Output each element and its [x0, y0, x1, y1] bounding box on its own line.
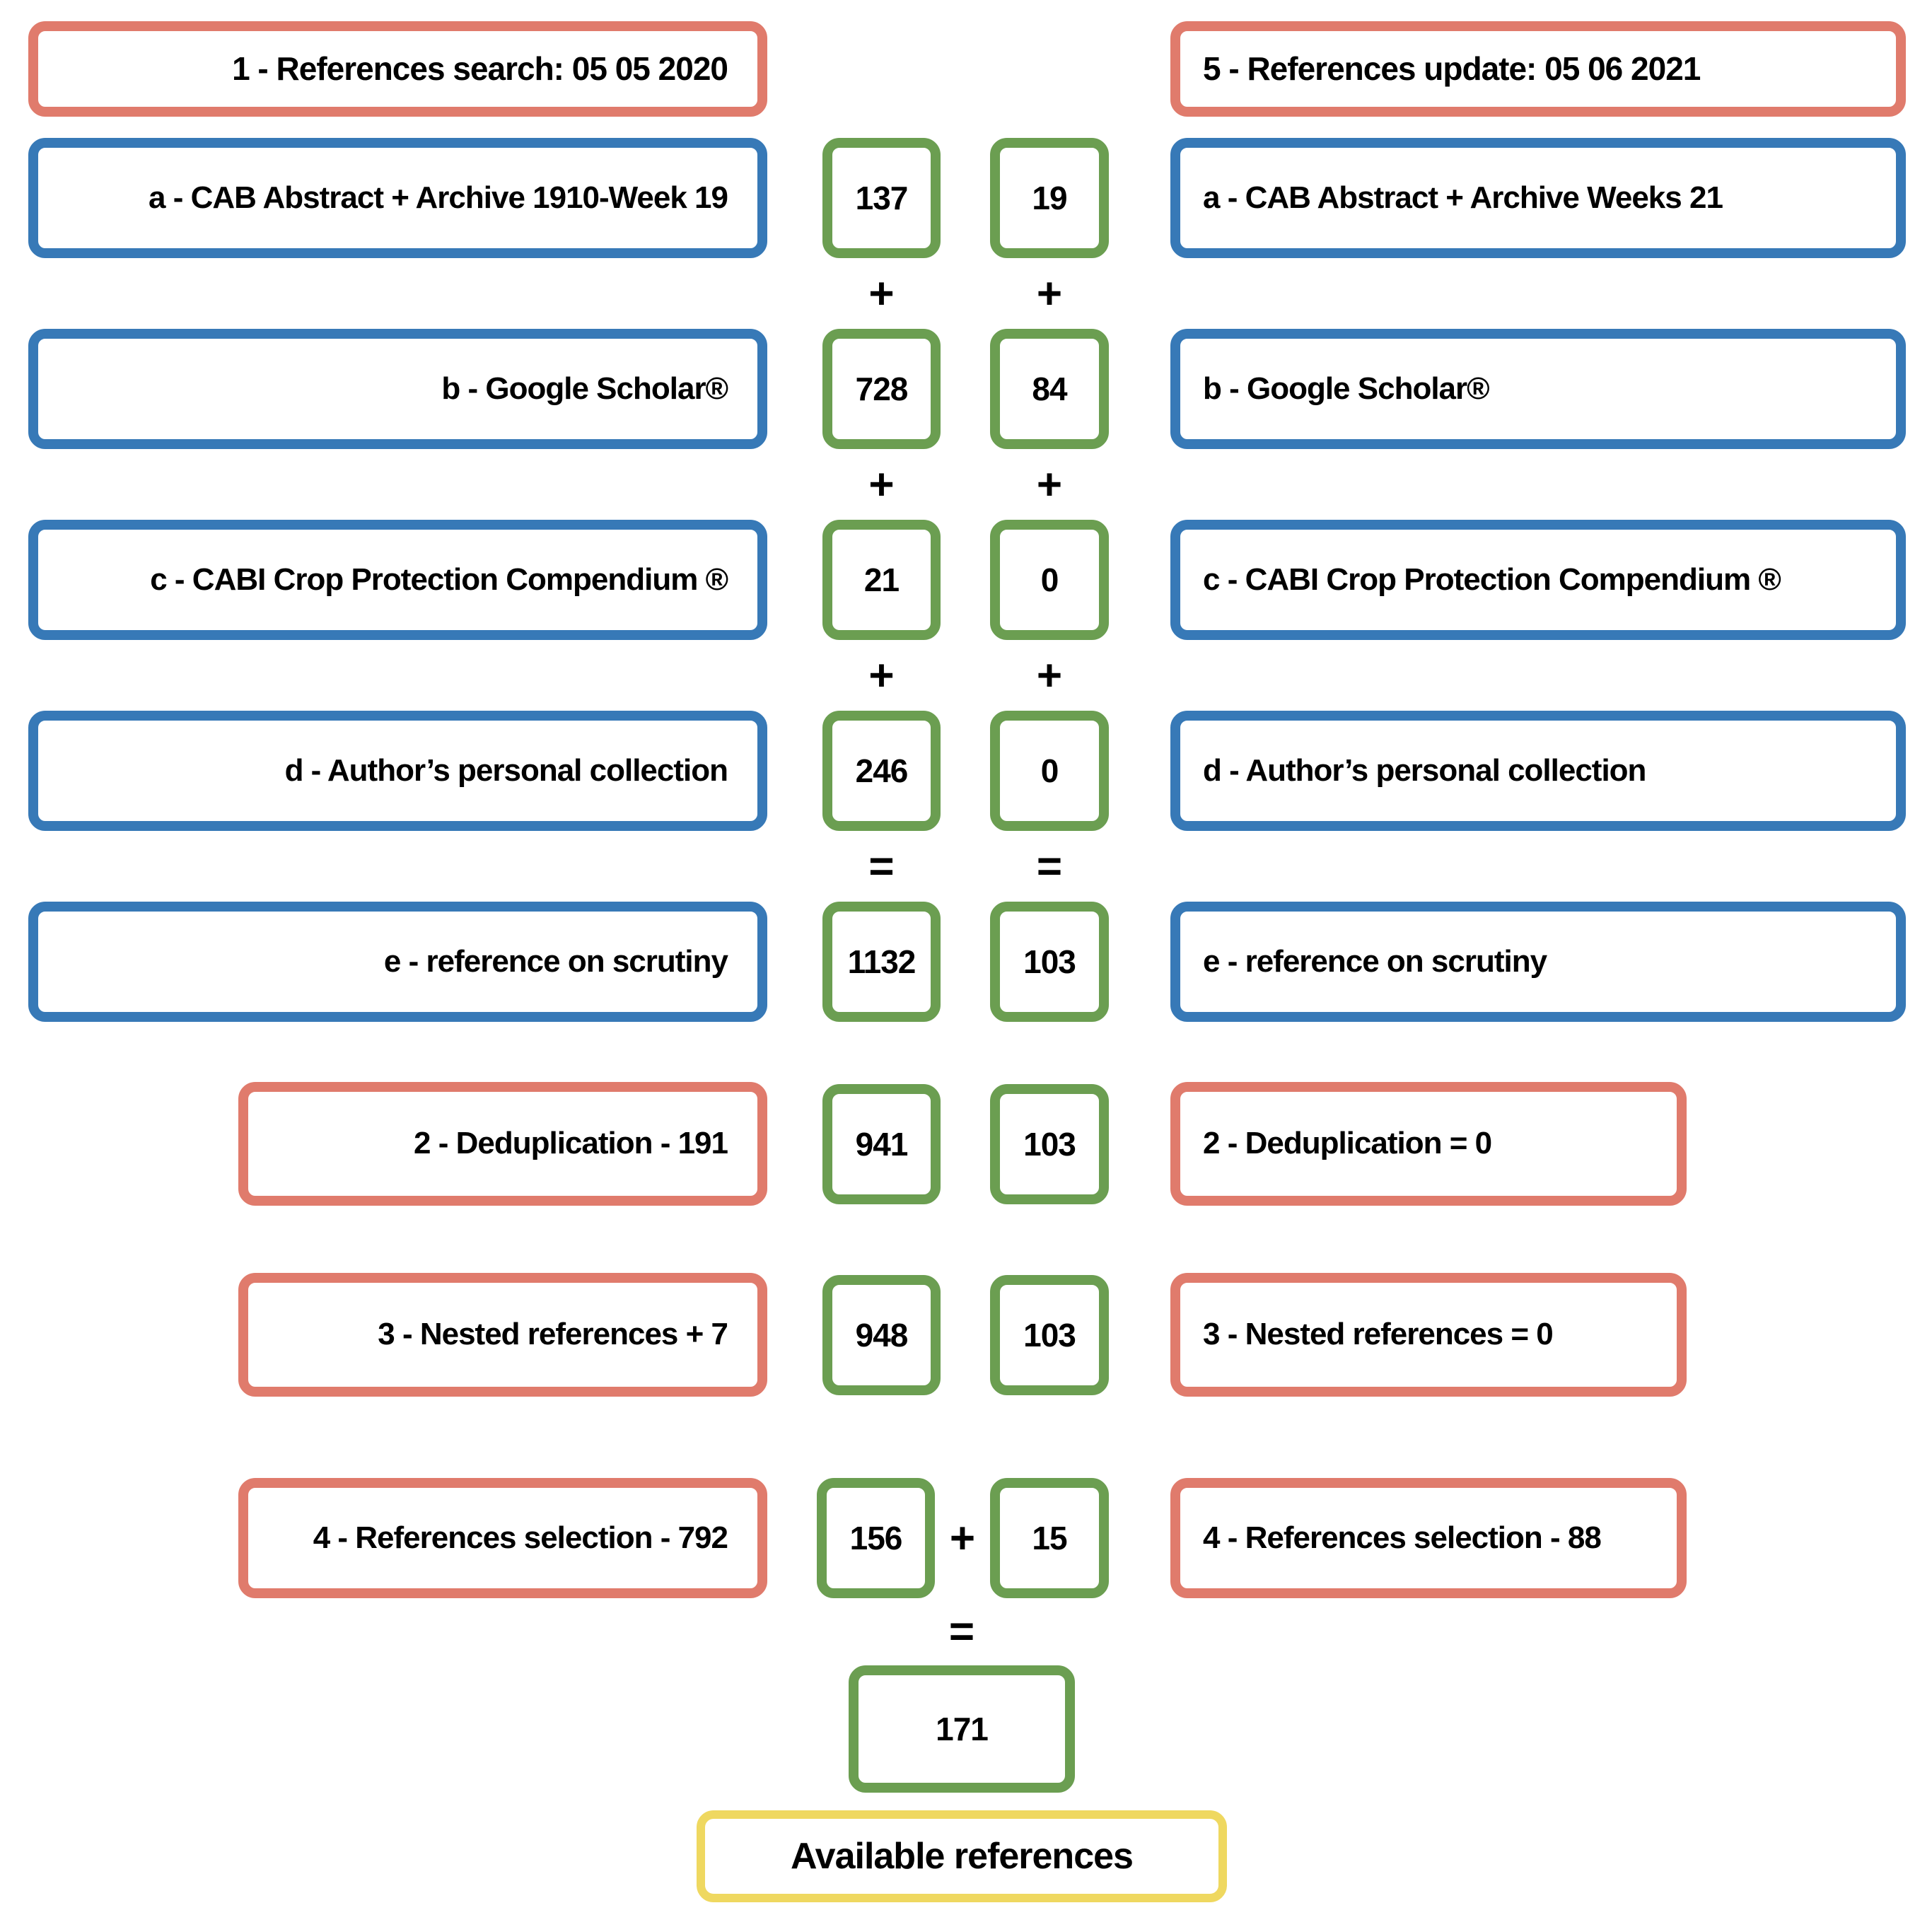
left-source-c-value: 21	[822, 520, 941, 640]
right-nested-references-value: 103	[990, 1275, 1109, 1395]
total-references-value: 171	[849, 1665, 1075, 1793]
right-scrutiny-label: e - reference on scrutiny	[1170, 902, 1906, 1022]
references-update-header: 5 - References update: 05 06 2021	[1170, 21, 1906, 117]
available-references-box: Available references	[697, 1810, 1227, 1902]
plus-operator: +	[1036, 269, 1063, 318]
left-source-a-label: a - CAB Abstract + Archive 1910-Week 19	[28, 138, 767, 258]
left-references-selection-label: 4 - References selection - 792	[238, 1478, 767, 1598]
plus-operator: +	[949, 1513, 976, 1563]
right-source-d-value: 0	[990, 711, 1109, 831]
right-deduplication-label: 2 - Deduplication = 0	[1170, 1082, 1687, 1206]
right-source-c-label: c - CABI Crop Protection Compendium ®	[1170, 520, 1906, 640]
right-references-selection-value: 15	[990, 1478, 1109, 1598]
left-scrutiny-value: 1132	[822, 902, 941, 1022]
plus-operator: +	[868, 460, 895, 509]
left-source-c-label: c - CABI Crop Protection Compendium ®	[28, 520, 767, 640]
left-source-a-value: 137	[822, 138, 941, 258]
left-deduplication-value: 941	[822, 1084, 941, 1204]
right-source-d-label: d - Author’s personal collection	[1170, 711, 1906, 831]
equals-operator: =	[948, 1607, 975, 1656]
right-source-c-value: 0	[990, 520, 1109, 640]
right-deduplication-value: 103	[990, 1084, 1109, 1204]
plus-operator: +	[1036, 651, 1063, 700]
plus-operator: +	[868, 269, 895, 318]
right-source-a-value: 19	[990, 138, 1109, 258]
left-nested-references-value: 948	[822, 1275, 941, 1395]
left-source-b-value: 728	[822, 329, 941, 449]
left-deduplication-label: 2 - Deduplication - 191	[238, 1082, 767, 1206]
left-source-d-value: 246	[822, 711, 941, 831]
equals-operator: =	[1036, 842, 1063, 891]
left-nested-references-label: 3 - Nested references + 7	[238, 1273, 767, 1397]
equals-operator: =	[868, 842, 895, 891]
right-source-a-label: a - CAB Abstract + Archive Weeks 21	[1170, 138, 1906, 258]
left-references-selection-value: 156	[817, 1478, 935, 1598]
right-references-selection-label: 4 - References selection - 88	[1170, 1478, 1687, 1598]
right-source-b-label: b - Google Scholar®	[1170, 329, 1906, 449]
left-source-b-label: b - Google Scholar®	[28, 329, 767, 449]
left-source-d-label: d - Author’s personal collection	[28, 711, 767, 831]
left-scrutiny-label: e - reference on scrutiny	[28, 902, 767, 1022]
plus-operator: +	[868, 651, 895, 700]
right-scrutiny-value: 103	[990, 902, 1109, 1022]
references-search-header: 1 - References search: 05 05 2020	[28, 21, 767, 117]
right-source-b-value: 84	[990, 329, 1109, 449]
plus-operator: +	[1036, 460, 1063, 509]
right-nested-references-label: 3 - Nested references = 0	[1170, 1273, 1687, 1397]
